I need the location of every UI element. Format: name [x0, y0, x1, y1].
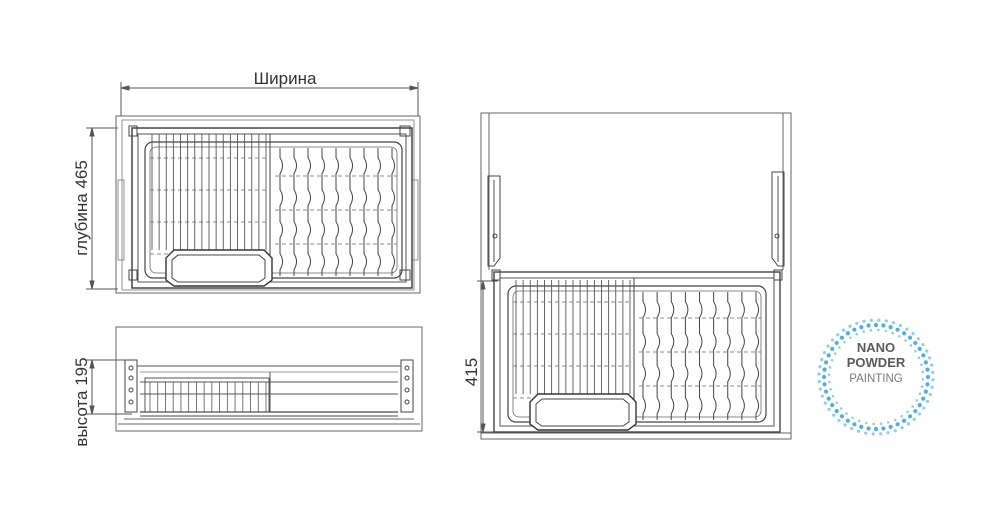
- depth-dimension: [86, 127, 118, 290]
- front-view: высота 195: [72, 326, 423, 447]
- nano-powder-painting-badge: NANO POWDER PAINTING: [817, 318, 935, 436]
- depth-label: глубина 465: [72, 160, 91, 256]
- badge-line-2: POWDER: [847, 355, 906, 370]
- extension-dimension: [477, 280, 498, 433]
- badge-dot-ring: [817, 318, 935, 436]
- badge-line-1: NANO: [857, 340, 895, 355]
- top-view: Ширина глубина 465: [72, 69, 421, 294]
- basket-handle-top: [165, 249, 273, 287]
- basket-frame-side: [493, 271, 781, 433]
- side-plate-rack-wires: [642, 292, 759, 420]
- cabinet-outline-side: [480, 112, 792, 440]
- basket-frame-top: [131, 127, 413, 289]
- width-dimension: [120, 82, 419, 116]
- cup-rack-wires: [151, 134, 267, 250]
- extended-view: 415: [462, 112, 792, 440]
- basket-handle-side: [529, 393, 637, 431]
- right-hinge: [771, 171, 785, 267]
- front-rack-wires: [149, 382, 267, 412]
- height-dimension: [86, 359, 132, 415]
- side-cup-rack-wires: [515, 280, 631, 394]
- width-label: Ширина: [254, 69, 317, 88]
- height-label: высота 195: [72, 357, 91, 446]
- cabinet-outline-top: [115, 115, 421, 294]
- cabinet-outline-front: [115, 326, 423, 432]
- left-hinge: [487, 175, 501, 267]
- extension-label: 415: [462, 358, 481, 386]
- badge-line-3: PAINTING: [849, 373, 903, 385]
- plate-rack-wires: [279, 148, 395, 276]
